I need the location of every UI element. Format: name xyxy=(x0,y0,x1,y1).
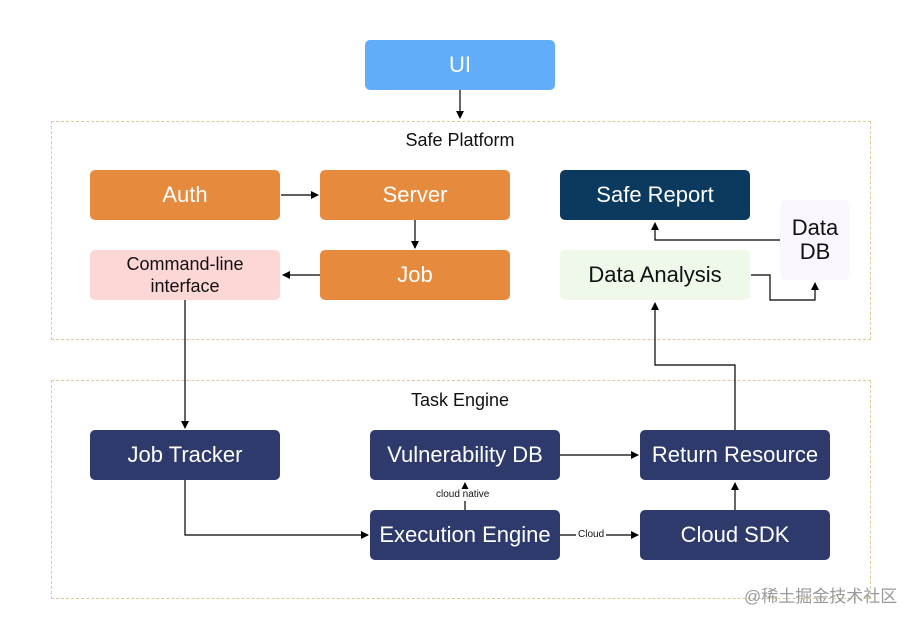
watermark: @稀土掘金技术社区 xyxy=(744,587,898,606)
node-job-tracker: Job Tracker xyxy=(90,430,280,480)
edge-return-to-analysis xyxy=(651,302,736,430)
safe-platform-group xyxy=(51,121,871,340)
node-job: Job xyxy=(320,250,510,300)
edge-job-tracker-to-execution xyxy=(184,480,369,539)
node-data-db: Data DB xyxy=(780,200,850,280)
safe-platform-title: Safe Platform xyxy=(405,130,515,150)
task-engine-title: Task Engine xyxy=(410,390,510,410)
node-ui: UI xyxy=(365,40,555,90)
edge-label-cloud: Cloud xyxy=(576,529,607,541)
node-cloud-sdk: Cloud SDK xyxy=(640,510,830,560)
edge-label-cloud-native: cloud native xyxy=(434,489,492,501)
task-engine-group xyxy=(51,380,871,599)
node-server: Server xyxy=(320,170,510,220)
node-data-analysis: Data Analysis xyxy=(560,250,750,300)
edge-datadb-to-report xyxy=(651,222,780,241)
node-vulnerability-db: Vulnerability DB xyxy=(370,430,560,480)
node-return-resource: Return Resource xyxy=(640,430,830,480)
node-safe-report: Safe Report xyxy=(560,170,750,220)
node-auth: Auth xyxy=(90,170,280,220)
node-command-line-interface: Command-line interface xyxy=(90,250,280,300)
edge-analysis-to-datadb xyxy=(751,274,819,301)
node-execution-engine: Execution Engine xyxy=(370,510,560,560)
